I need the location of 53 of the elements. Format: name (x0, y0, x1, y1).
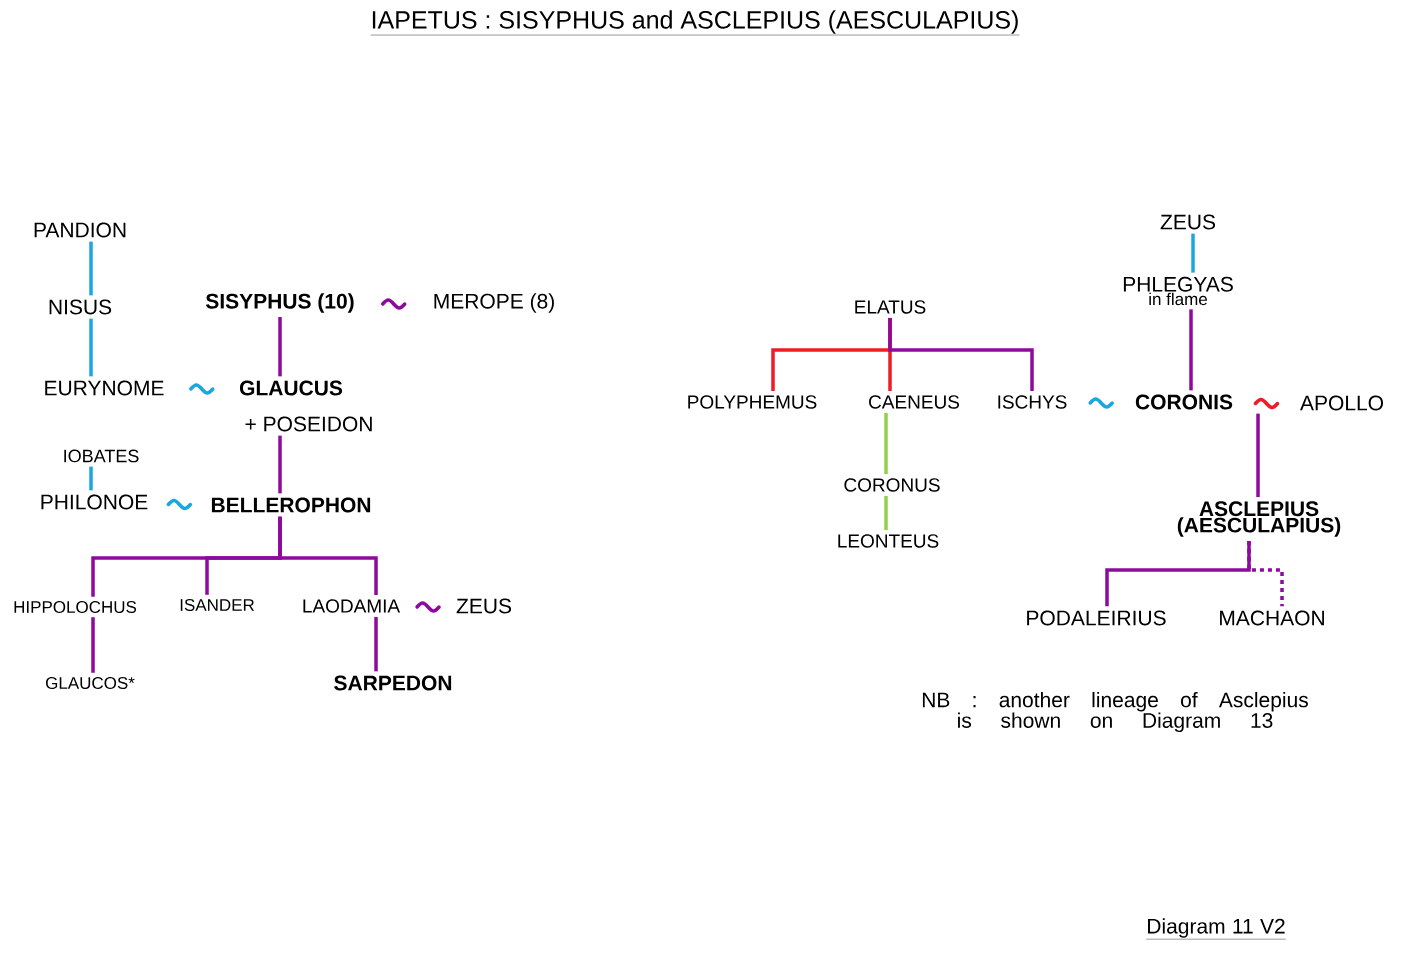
person-name: LEONTEUS (838, 534, 939, 548)
person-name: IOBATES (64, 449, 139, 463)
person-name: MACHAON (1220, 610, 1324, 626)
tilde-icon (381, 298, 407, 310)
tilde-icon (166, 498, 193, 511)
person-name: ZEUS (1160, 214, 1216, 230)
descent-line (278, 435, 282, 494)
person-name: ELATUS (855, 300, 926, 314)
person-name: POLYPHEMUS (688, 395, 817, 409)
descent-line (1189, 309, 1193, 391)
descent-line (89, 466, 93, 491)
person-name: EURYNOME (45, 380, 164, 396)
person-name: GLAUCUS (239, 380, 343, 396)
person-name: PANDION (34, 222, 126, 238)
descent-line (278, 516, 378, 596)
person-name: CORONIS (1135, 394, 1233, 410)
diagram-number: Diagram 11 V2 (1146, 918, 1286, 940)
tilde-icon (189, 383, 215, 395)
note: NB : another lineage of Asclepius is shown on Diagram 13 (922, 691, 1308, 733)
person-name: APOLLO (1300, 395, 1383, 411)
person-name: NISUS (49, 299, 112, 315)
person-name: LAODAMIA (303, 599, 401, 613)
tilde-icon (415, 601, 441, 613)
person-name: GLAUCOS* (46, 677, 135, 689)
person-name: ISCHYS (998, 395, 1067, 409)
descent-line (1191, 233, 1195, 273)
descent-line (884, 412, 888, 475)
person-name: PODALEIRIUS (1027, 610, 1166, 626)
person-name: HIPPOLOCHUS (14, 601, 137, 613)
descent-line (888, 317, 1034, 392)
descent-line (278, 317, 282, 377)
person-name: PHLEGYAS in flame (1123, 276, 1233, 306)
tilde-icon (1253, 397, 1280, 410)
person-name: PHILONOE (41, 494, 148, 510)
person-name: MEROPE (8) (434, 293, 554, 313)
person-name: CAENEUS (869, 395, 960, 409)
person-name: ISANDER (180, 599, 254, 611)
title: IAPETUS : SISYPHUS and ASCLEPIUS (AESCULAPIUS) (370, 10, 1020, 36)
tilde-icon (1088, 397, 1114, 409)
person-name: BELLEROPHON (211, 497, 371, 513)
descent-line (89, 318, 93, 377)
person-name: CORONUS (844, 478, 940, 492)
descent-line (374, 616, 378, 672)
person-name: ZEUS (456, 598, 512, 614)
person-name: SISYPHUS (10) (205, 293, 354, 313)
descent-line (89, 241, 93, 296)
person-name: ASCLEPIUS (AESCULAPIUS) (1177, 501, 1341, 537)
descent-line (91, 617, 95, 673)
descent-line (1256, 413, 1260, 498)
descent-line (884, 495, 888, 531)
person-name: SARPEDON (334, 675, 452, 691)
person-name: + POSEIDON (245, 416, 372, 432)
descent-line (1247, 540, 1284, 607)
